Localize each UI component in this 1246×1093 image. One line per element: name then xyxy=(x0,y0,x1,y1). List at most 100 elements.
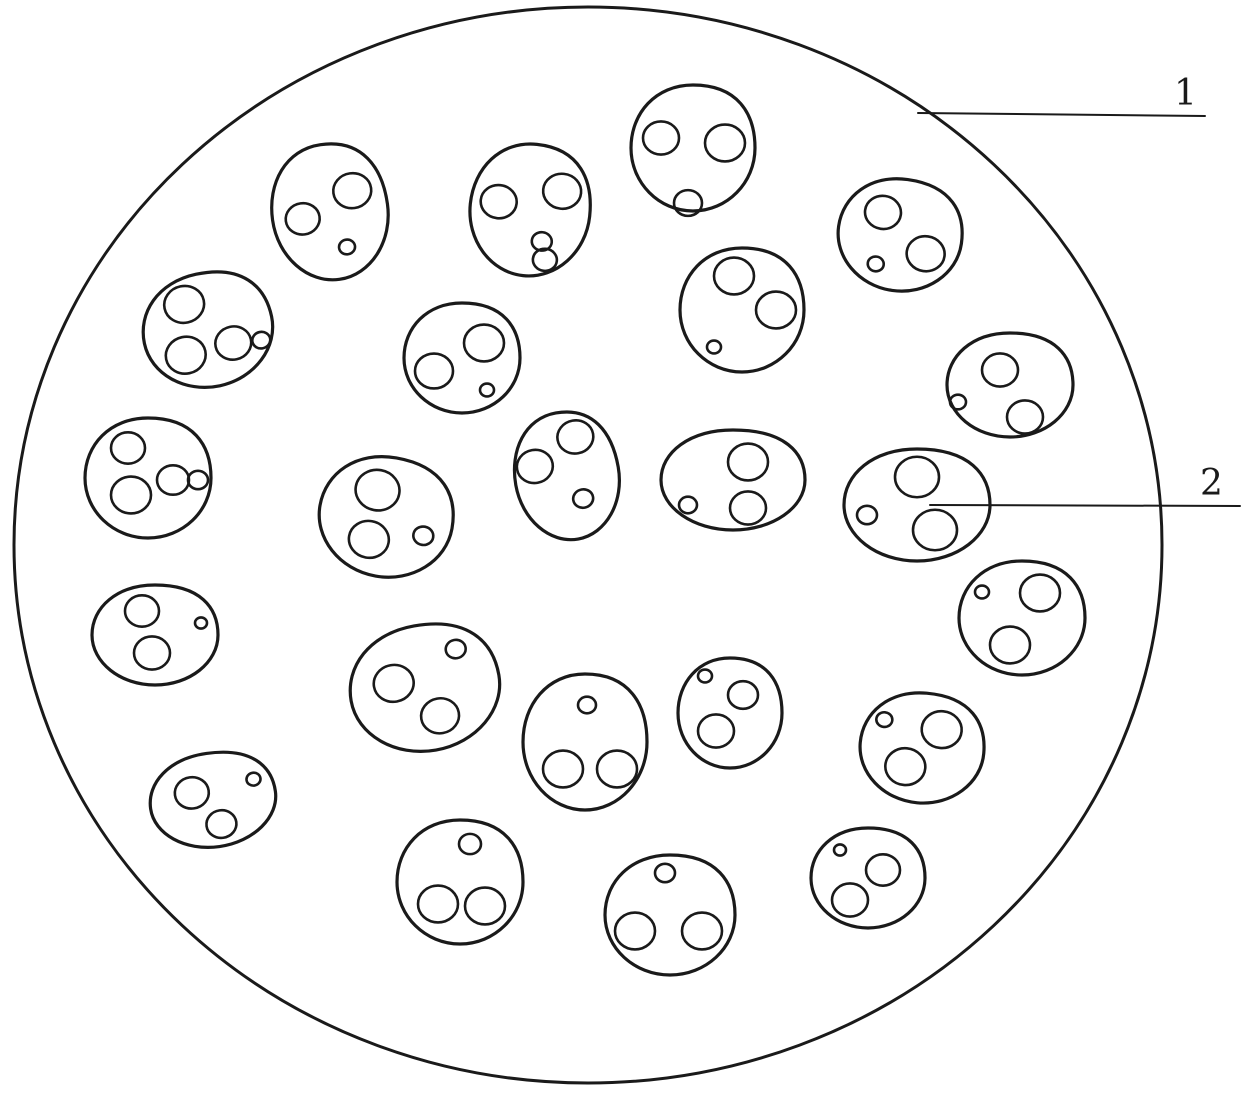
nucleus xyxy=(655,864,675,882)
leader-line-2 xyxy=(930,505,1240,506)
nucleus xyxy=(246,772,262,787)
cell-outline xyxy=(340,613,510,763)
cell-outline xyxy=(855,688,988,808)
nucleus xyxy=(479,183,518,220)
cell-outline xyxy=(310,446,463,587)
nucleus xyxy=(212,323,254,363)
cell xyxy=(678,658,782,768)
cell xyxy=(263,137,397,288)
nucleus xyxy=(444,638,467,660)
nucleus xyxy=(728,681,758,709)
nucleus xyxy=(698,714,734,747)
nucleus xyxy=(464,325,504,362)
nucleus xyxy=(352,466,402,514)
nucleus xyxy=(730,491,766,524)
cell xyxy=(397,820,523,944)
nucleus xyxy=(195,617,207,628)
outer-circle xyxy=(14,7,1162,1083)
nucleus xyxy=(543,751,583,788)
cell-outline xyxy=(263,137,397,288)
nucleus xyxy=(728,444,768,481)
cell-outline xyxy=(831,171,969,299)
nucleus xyxy=(111,477,151,514)
nucleus xyxy=(134,636,170,669)
nucleus xyxy=(950,395,966,410)
nucleus xyxy=(707,341,721,354)
nucleus xyxy=(597,751,637,788)
nucleus xyxy=(188,471,208,489)
nucleus xyxy=(418,886,458,923)
nucleus xyxy=(371,662,417,705)
nucleus xyxy=(975,586,989,599)
nucleus xyxy=(111,432,145,463)
nucleus xyxy=(162,333,209,377)
nucleus xyxy=(698,670,712,683)
nucleus xyxy=(480,384,494,397)
nucleus xyxy=(832,883,868,916)
nucleus xyxy=(161,282,208,326)
nucleus xyxy=(920,710,963,750)
cell-outline xyxy=(85,418,211,538)
nucleus xyxy=(756,292,796,329)
leader-line-1 xyxy=(918,113,1205,116)
cell xyxy=(661,430,805,530)
nucleus xyxy=(876,712,893,728)
cell xyxy=(831,171,969,299)
cell xyxy=(947,333,1073,437)
cell xyxy=(959,561,1085,675)
nucleus xyxy=(555,418,596,457)
cell xyxy=(92,585,218,685)
cell xyxy=(85,418,211,538)
nucleus xyxy=(331,171,373,211)
cell xyxy=(680,248,804,372)
nucleus xyxy=(346,518,392,561)
nucleus xyxy=(284,201,322,237)
cell xyxy=(463,138,596,282)
nucleus xyxy=(1007,400,1043,433)
cell-outline xyxy=(680,248,804,372)
nucleus xyxy=(990,627,1030,664)
nucleus xyxy=(205,808,239,840)
nucleus xyxy=(578,697,596,714)
cell xyxy=(605,855,735,975)
cell-outline xyxy=(133,261,284,400)
cells-group xyxy=(85,85,1085,975)
nucleus xyxy=(415,354,453,389)
cell xyxy=(144,745,282,856)
cell xyxy=(631,85,755,216)
nucleus xyxy=(615,913,655,950)
nucleus xyxy=(338,239,356,256)
nucleus xyxy=(863,194,903,232)
nucleus xyxy=(418,695,461,736)
nucleus xyxy=(541,172,582,211)
nucleus xyxy=(867,256,885,273)
nucleus xyxy=(679,497,697,514)
cell-outline xyxy=(523,674,647,810)
cell-outline xyxy=(678,658,782,768)
cell xyxy=(505,404,630,548)
nucleus xyxy=(913,510,957,550)
nucleus xyxy=(572,488,595,510)
cell-outline xyxy=(959,561,1085,675)
label-1: 1 xyxy=(1174,73,1197,114)
nucleus xyxy=(514,447,555,486)
nucleus xyxy=(173,775,211,811)
nucleus xyxy=(157,465,189,494)
nucleus xyxy=(682,913,722,950)
nucleus xyxy=(465,888,505,925)
cell xyxy=(133,261,284,400)
nucleus xyxy=(857,506,877,524)
nucleus xyxy=(643,121,679,154)
nucleus xyxy=(834,844,846,855)
nucleus xyxy=(982,353,1018,386)
cell xyxy=(340,613,510,763)
nucleus xyxy=(714,258,754,295)
label-2: 2 xyxy=(1200,463,1223,504)
nucleus xyxy=(895,457,939,497)
nucleus xyxy=(125,595,159,626)
cell xyxy=(404,303,520,413)
cell-outline xyxy=(505,404,630,548)
nucleus xyxy=(904,234,946,274)
cell xyxy=(855,688,988,808)
nucleus xyxy=(884,747,927,787)
